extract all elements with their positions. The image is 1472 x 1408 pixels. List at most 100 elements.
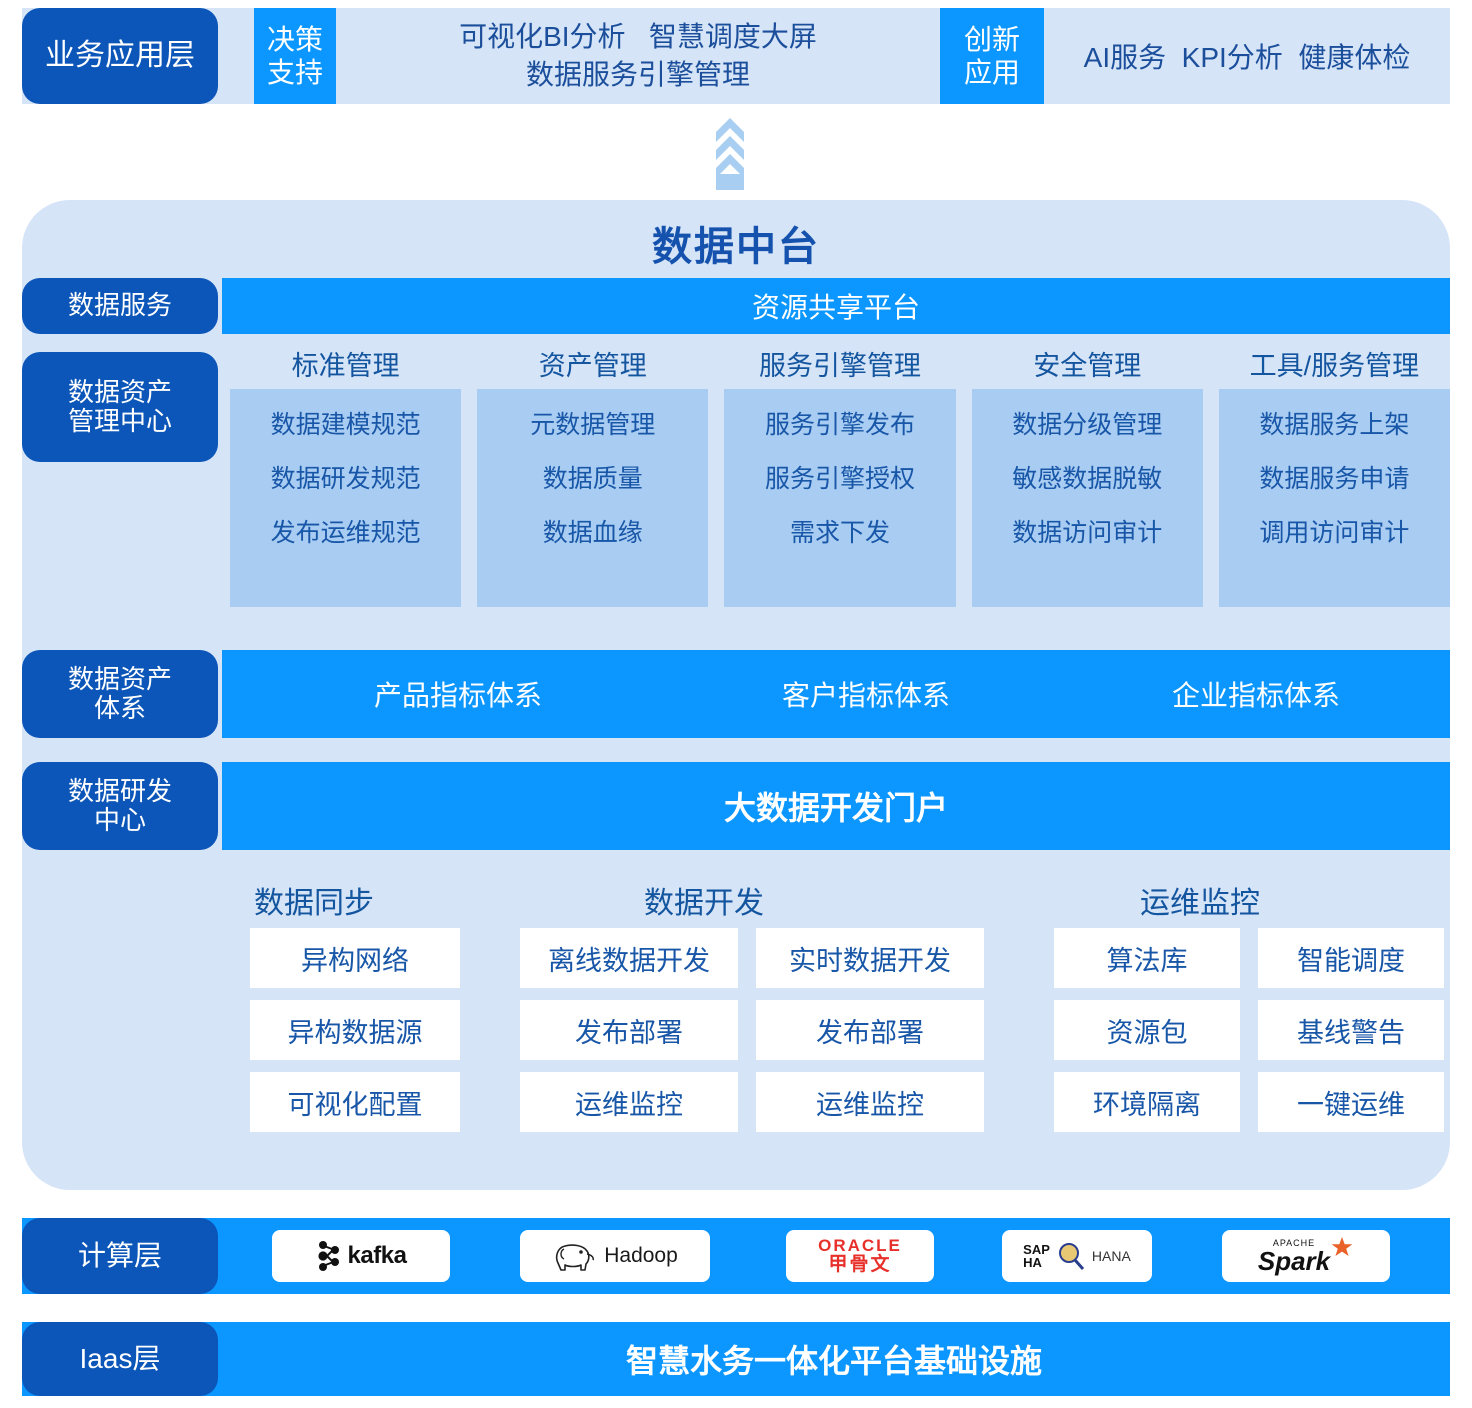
innovation-line1: 创新 [963,23,1020,55]
spark-wordmark: Spark [1257,1245,1331,1276]
column-heading: 工具/服务管理 [1249,351,1420,381]
iaas-layer-row: 智慧水务一体化平台基础设施 Iaas层 [22,1322,1450,1396]
list-item[interactable]: 数据服务申请 [1259,465,1410,493]
list-item[interactable]: 服务引擎发布 [765,411,916,439]
list-item[interactable]: 运维监控 [520,1072,738,1132]
apache-spark-logo[interactable]: APACHE Spark [1222,1230,1390,1282]
column-heading: 标准管理 [291,351,400,381]
business-application-layer-label: 业务应用层 [22,8,218,104]
oracle-chinese-wordmark: 甲骨文 [828,1253,892,1275]
list-item[interactable]: 基线警告 [1258,1000,1444,1060]
decision-support-chip[interactable]: 决策 支持 [254,8,336,104]
list-item[interactable]: 发布部署 [520,1000,738,1060]
list-item[interactable]: 数据服务上架 [1259,411,1410,439]
data-asset-system-row: 产品指标体系 客户指标体系 企业指标体系 数据资产 体系 [22,650,1450,738]
group-heading-ops-monitoring: 运维监控 [1140,887,1260,920]
spark-star-icon [1331,1237,1353,1256]
hana-wordmark: HANA [1091,1248,1131,1264]
asset-system-item[interactable]: 产品指标体系 [374,680,543,711]
column-heading: 资产管理 [538,351,647,381]
list-item[interactable]: 数据分级管理 [1012,411,1163,439]
list-item[interactable]: 资源包 [1054,1000,1240,1060]
data-asset-system-bar: 产品指标体系 客户指标体系 企业指标体系 [222,650,1450,738]
hadoop-wordmark: Hadoop [604,1244,678,1267]
compute-layer-row: 计算层 kafka Hadoop ORACLE [22,1218,1450,1294]
list-item[interactable]: 元数据管理 [530,411,656,439]
list-item[interactable]: 数据访问审计 [1012,519,1163,547]
column-box: 数据服务上架 数据服务申请 调用访问审计 [1218,389,1451,607]
resource-sharing-platform-bar: 资源共享平台 [222,278,1450,334]
list-item[interactable]: 调用访问审计 [1259,519,1410,547]
list-item[interactable]: 离线数据开发 [520,928,738,988]
list-item[interactable]: 算法库 [1054,928,1240,988]
page-title: 数据中台 [652,225,820,269]
list-item[interactable]: 实时数据开发 [756,928,984,988]
innovation-line2: 应用 [963,57,1020,88]
kafka-mark-icon [317,1241,339,1271]
oracle-wordmark: ORACLE [818,1236,902,1256]
list-item[interactable]: 运维监控 [756,1072,984,1132]
innovation-application-items: AI服务 KPI分析 健康体检 [1083,42,1411,73]
list-item[interactable]: 一键运维 [1258,1072,1444,1132]
apache-wordmark: APACHE [1272,1237,1316,1248]
asset-column-tool-service-management: 工具/服务管理 数据服务上架 数据服务申请 调用访问审计 [1218,344,1451,607]
decision-item-line2: 数据服务引擎管理 [525,59,750,90]
hadoop-logo[interactable]: Hadoop [520,1230,710,1282]
asset-column-security-management: 安全管理 数据分级管理 敏感数据脱敏 数据访问审计 [971,344,1203,607]
magnifier-icon [1058,1243,1085,1270]
big-data-dev-portal-bar: 大数据开发门户 [222,762,1450,850]
innovation-application-chip[interactable]: 创新 应用 [940,8,1044,104]
list-item[interactable]: 发布运维规范 [270,519,421,547]
data-asset-management-center-row: 数据资产 管理中心 标准管理 数据建模规范 数据研发规范 发布运维规范 资产管理… [22,351,1451,607]
list-item[interactable]: 可视化配置 [250,1072,460,1132]
oracle-logo[interactable]: ORACLE 甲骨文 [786,1230,934,1282]
list-item[interactable]: 发布部署 [756,1000,984,1060]
spacer [218,8,254,104]
list-item[interactable]: 服务引擎授权 [765,465,916,493]
iaas-layer-label: Iaas层 [22,1322,218,1396]
kafka-wordmark: kafka [347,1242,407,1269]
list-item[interactable]: 异构网络 [250,928,460,988]
chevron-up-arrow-icon [716,118,744,190]
asset-system-item[interactable]: 企业指标体系 [1172,680,1341,711]
business-application-layer-row: 业务应用层 决策 支持 可视化BI分析 智慧调度大屏 数据服务引擎管理 创新 应… [22,8,1450,104]
list-item[interactable]: 智能调度 [1258,928,1444,988]
list-item[interactable]: 环境隔离 [1054,1072,1240,1132]
list-item[interactable]: 数据建模规范 [270,411,421,439]
data-service-row: 资源共享平台 数据服务 [22,278,1450,334]
column-heading: 服务引擎管理 [759,351,921,381]
column-box: 数据分级管理 敏感数据脱敏 数据访问审计 [971,389,1203,607]
compute-layer-label: 计算层 [22,1218,218,1294]
column-heading: 安全管理 [1033,351,1142,381]
asset-column-service-engine-management: 服务引擎管理 服务引擎发布 服务引擎授权 需求下发 [724,344,956,607]
list-item[interactable]: 异构数据源 [250,1000,460,1060]
data-service-label: 数据服务 [22,278,218,334]
list-item[interactable]: 数据血缘 [542,519,643,547]
decision-support-items: 可视化BI分析 智慧调度大屏 数据服务引擎管理 [336,8,940,104]
decision-support-line1: 决策 [266,23,323,55]
decision-item-line1: 可视化BI分析 智慧调度大屏 [459,21,817,53]
asset-column-standard-management: 标准管理 数据建模规范 数据研发规范 发布运维规范 [230,344,462,607]
decision-support-line2: 支持 [266,57,323,88]
iaas-infrastructure-text: 智慧水务一体化平台基础设施 [625,1343,1042,1379]
hadoop-elephant-icon [556,1244,595,1271]
asset-system-item[interactable]: 客户指标体系 [782,680,951,711]
group-heading-data-sync: 数据同步 [254,887,374,920]
list-item[interactable]: 敏感数据脱敏 [1012,465,1163,493]
column-box: 数据建模规范 数据研发规范 发布运维规范 [230,389,462,607]
data-rd-center-label: 数据研发 中心 [22,762,218,850]
kafka-logo[interactable]: kafka [272,1230,450,1282]
group-heading-data-development: 数据开发 [644,887,764,920]
asset-column-asset-management: 资产管理 元数据管理 数据质量 数据血缘 [477,344,709,607]
list-item[interactable]: 数据研发规范 [270,465,421,493]
dev-groups: 数据同步 数据开发 运维监控 异构网络 异构数据源 可视化配置 离线数据开发 发… [22,878,1450,1158]
data-asset-management-center-label: 数据资产 管理中心 [22,352,218,462]
column-box: 服务引擎发布 服务引擎授权 需求下发 [724,389,956,607]
column-box: 元数据管理 数据质量 数据血缘 [477,389,709,607]
list-item[interactable]: 需求下发 [790,519,891,547]
list-item[interactable]: 数据质量 [542,465,643,493]
data-platform-panel: 数据中台 资源共享平台 数据服务 数据资产 管理中心 标准管理 数据建模规范 数… [22,200,1451,1190]
